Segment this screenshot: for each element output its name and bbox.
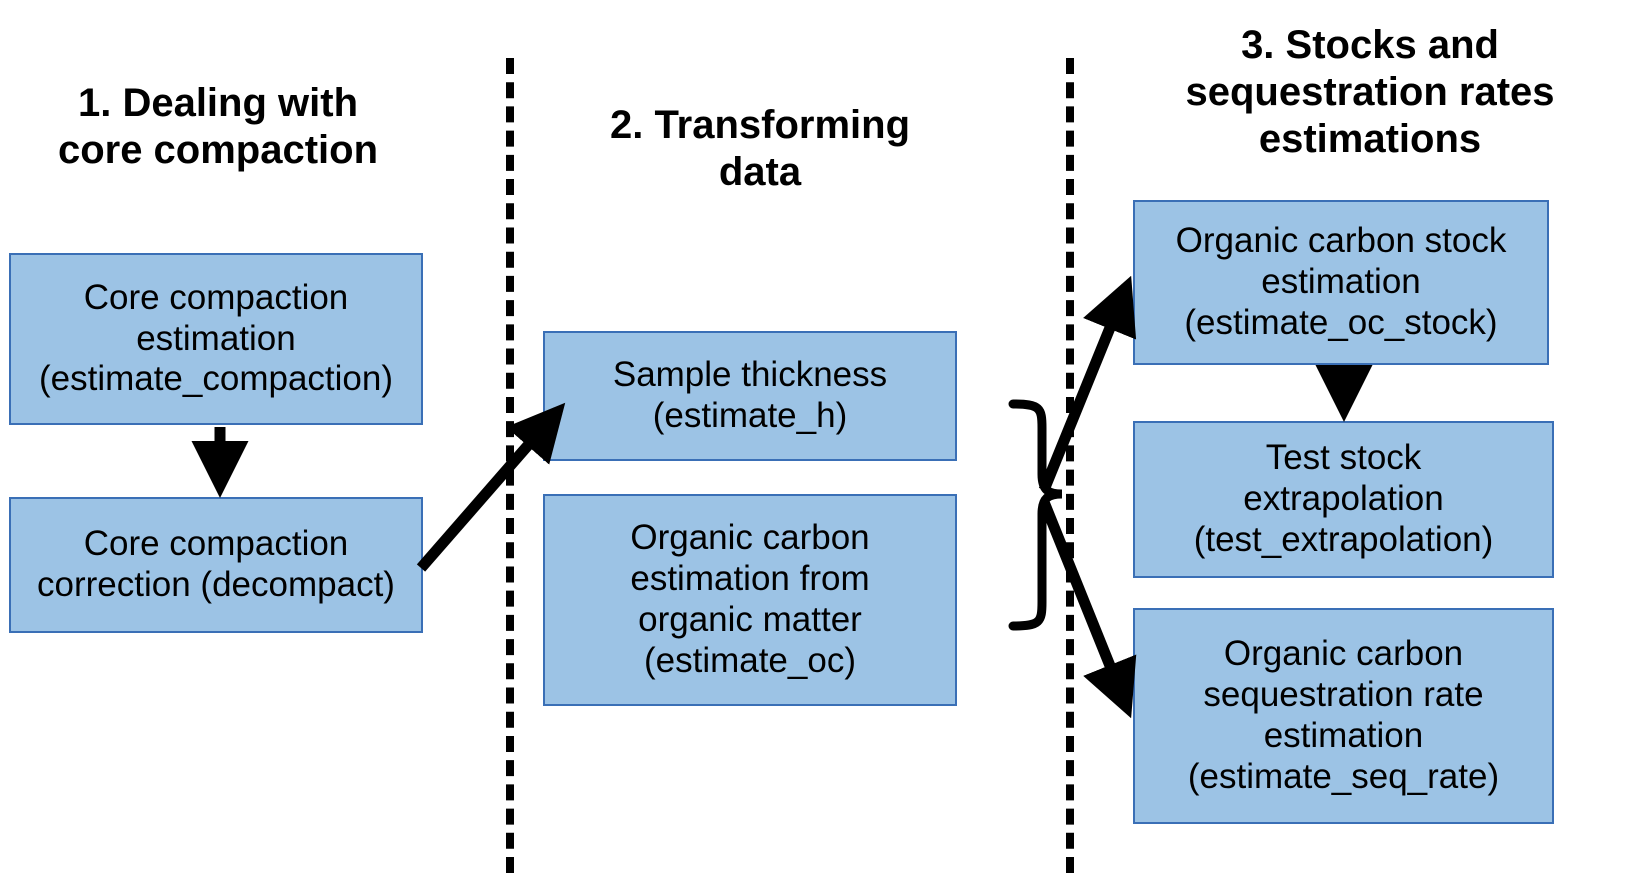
- column-divider-2: [1066, 58, 1074, 873]
- node-decompact[interactable]: Core compaction correction (decompact): [9, 497, 423, 633]
- column-divider-1: [506, 58, 514, 873]
- arrow-brace-to-seq-rate: [1038, 499, 1137, 719]
- node-estimate-seq-rate[interactable]: Organic carbon sequestration rate estima…: [1133, 608, 1554, 824]
- node-estimate-oc[interactable]: Organic carbon estimation from organic m…: [543, 494, 957, 706]
- curly-brace-group: [1008, 399, 1063, 631]
- node-estimate-oc-stock[interactable]: Organic carbon stock estimation (estimat…: [1133, 200, 1549, 365]
- arrow-decompact-to-estimate-h: [416, 402, 566, 572]
- column-title-1: 1. Dealing with core compaction: [57, 81, 379, 173]
- node-estimate-compaction[interactable]: Core compaction estimation (estimate_com…: [9, 253, 423, 425]
- column-title-2: 2. Transforming data: [609, 103, 911, 195]
- node-test-extrapolation[interactable]: Test stock extrapolation (test_extrapola…: [1133, 421, 1554, 578]
- column-title-3: 3. Stocks and sequestration rates estima…: [1185, 23, 1555, 162]
- arrow-brace-to-oc-stock: [1038, 275, 1137, 493]
- node-estimate-h[interactable]: Sample thickness (estimate_h): [543, 331, 957, 461]
